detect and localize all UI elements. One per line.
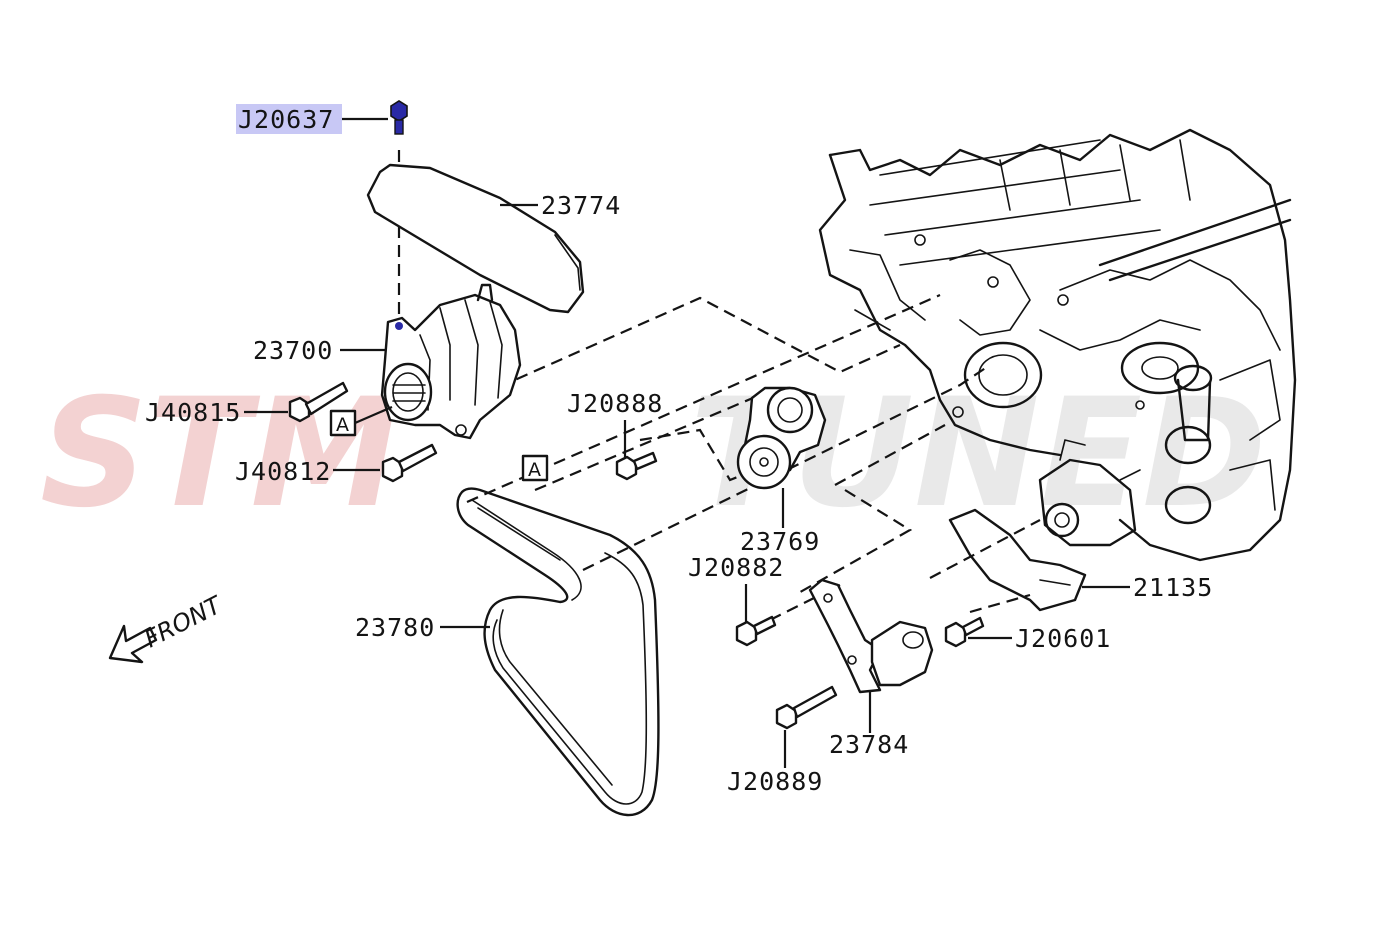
part-23774[interactable]: 23774 — [366, 163, 621, 314]
arrow-front-icon — [108, 624, 158, 664]
highlight-box — [236, 104, 342, 134]
part-j40815[interactable]: J40815 — [145, 381, 349, 427]
part-21135[interactable]: 21135 — [1082, 573, 1213, 602]
label-23784: 23784 — [829, 730, 909, 759]
label-j20888: J20888 — [567, 389, 663, 418]
part-23780-drive-belt[interactable]: 23780 — [355, 487, 660, 817]
water-pump — [1038, 439, 1141, 547]
ref-a-2-text: A — [528, 459, 541, 481]
label-23700: 23700 — [253, 336, 333, 365]
part-23769-idler-pulley[interactable]: 23769 — [736, 386, 827, 556]
bolt-j40815-icon — [288, 381, 349, 423]
part-23784-bracket[interactable]: 23784 — [808, 578, 934, 759]
front-text: FRONT — [140, 590, 228, 653]
part-23700-alternator[interactable]: 23700 — [253, 283, 522, 440]
ref-marker-a-2: A — [521, 454, 549, 482]
bolt-j20601-icon — [944, 616, 985, 648]
bolt-j20882-icon — [735, 615, 777, 647]
part-j20601[interactable]: J20601 — [944, 616, 1111, 653]
part-j20888[interactable]: J20888 — [567, 389, 663, 481]
front-direction-indicator: FRONT — [108, 590, 228, 664]
label-23780: 23780 — [355, 613, 435, 642]
bolt-j40812-icon — [381, 443, 438, 483]
ref-marker-a-1: A — [329, 405, 393, 437]
water-pump-cover-21135 — [948, 508, 1087, 612]
part-j20889[interactable]: J20889 — [727, 685, 838, 796]
label-j20637: J20637 — [238, 105, 334, 134]
label-j20882: J20882 — [688, 553, 784, 582]
label-21135: 21135 — [1133, 573, 1213, 602]
label-j20601: J20601 — [1015, 624, 1111, 653]
label-j40815: J40815 — [145, 398, 241, 427]
ref-a-1-text: A — [336, 414, 349, 436]
label-23774: 23774 — [541, 191, 621, 220]
bolt-j20889-icon — [775, 685, 838, 730]
label-j40812: J40812 — [235, 457, 331, 486]
engine-block — [818, 128, 1297, 612]
part-j20882[interactable]: J20882 — [688, 553, 784, 647]
bolt-j20888-icon — [615, 451, 658, 481]
label-j20889: J20889 — [727, 767, 823, 796]
part-j40812[interactable]: J40812 — [235, 443, 438, 486]
label-23769: 23769 — [740, 527, 820, 556]
bolt-j20637-icon — [390, 100, 408, 135]
part-j20637[interactable]: J20637 — [236, 100, 408, 135]
